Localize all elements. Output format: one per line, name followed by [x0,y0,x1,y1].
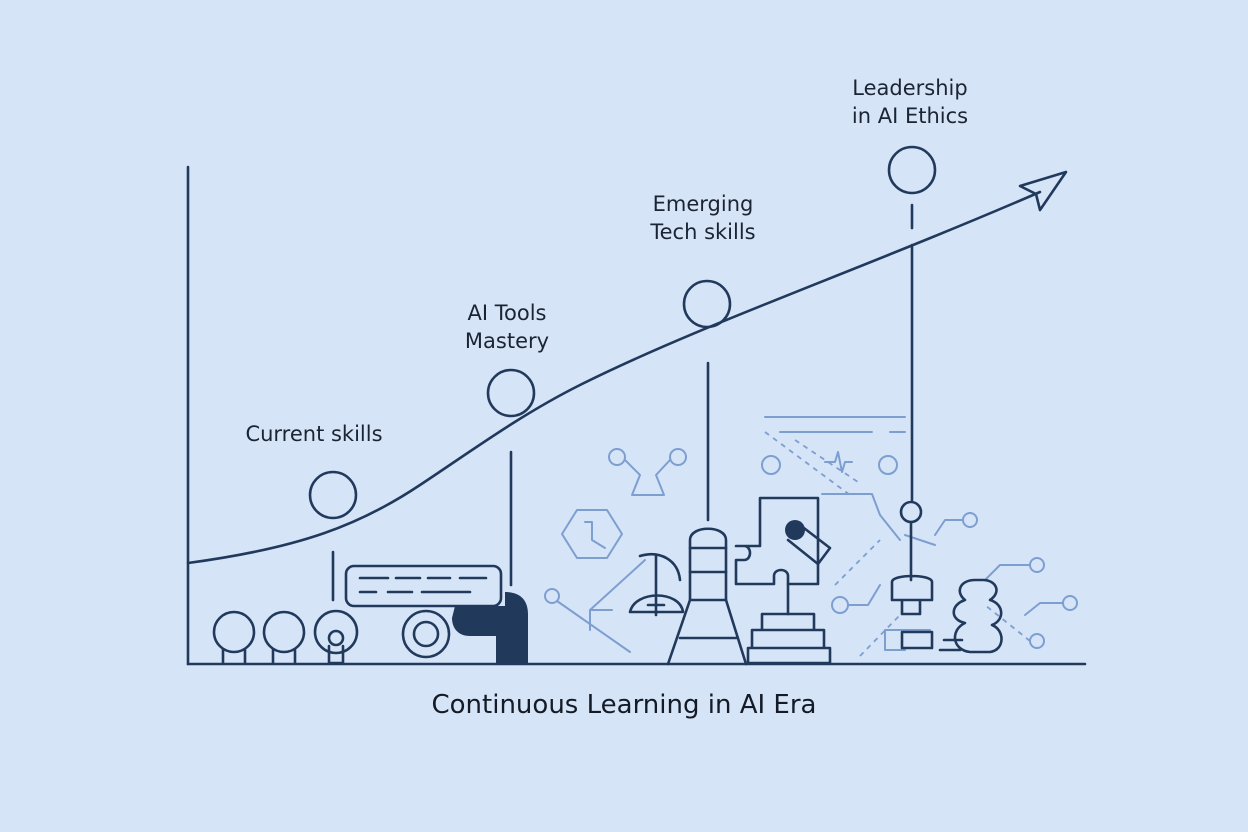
stack-icon [746,582,832,665]
milestone-circle-emerging-tech [682,279,732,329]
puzzle-icon [734,496,832,586]
person-icon [212,610,256,665]
bulb-icon [890,500,934,650]
target-icon [401,609,451,659]
milestone-circle-current-skills [308,470,358,520]
python-logo-icon [452,592,528,663]
label-line: Tech skills [650,220,756,244]
arrow-head-icon [1018,170,1068,212]
growth-curve [186,190,1042,565]
milestone-circle-ai-tools [486,368,536,418]
label-line: AI Tools [467,301,547,325]
milestone-circle-leadership [887,145,937,195]
person-icon-2 [262,610,306,665]
milestone-label-ai-tools: AI Tools Mastery [465,299,549,355]
label-line: Mastery [464,329,550,353]
hexagon-icon [561,509,623,559]
diagram-title: Continuous Learning in AI Era [431,690,817,720]
rocket-icon [666,527,748,666]
label-line: in AI Ethics [851,104,969,128]
network-icon [544,448,687,653]
label-line: Leadership [852,76,968,100]
satellite-dish-icon [628,553,685,617]
label-line: Emerging [652,192,754,216]
speech-bubble-icon [344,564,503,608]
milestone-label-leadership: Leadership in AI Ethics [852,74,968,130]
milestone-label-emerging-tech: Emerging Tech skills [650,190,755,246]
circuit-board-icon [761,416,1078,657]
label-line: Current skills [245,422,383,446]
person-icon-3 [313,609,359,665]
brain-icon [938,578,1003,654]
milestone-label-current-skills: Current skills [245,420,382,448]
